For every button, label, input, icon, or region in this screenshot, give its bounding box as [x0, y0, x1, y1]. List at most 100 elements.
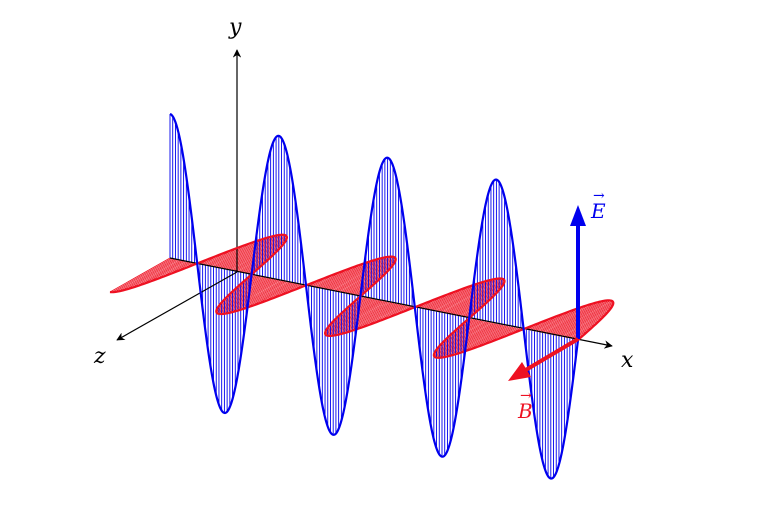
b-field-hatch-line	[540, 303, 591, 333]
b-field-hatch-line	[337, 297, 371, 318]
b-field-hatch-line	[319, 263, 363, 289]
b-field-hatch-line	[445, 319, 480, 340]
b-field-hatch-line	[210, 241, 254, 267]
b-field-hatch-line	[433, 321, 490, 354]
b-field-hatch-line	[461, 325, 509, 353]
b-field-hatch-line	[552, 300, 613, 336]
b-field-hatch-line	[542, 302, 596, 334]
b-field-hatch-line	[435, 279, 491, 312]
b-field-hatch-line	[473, 326, 512, 349]
b-field-hatch-line	[317, 265, 357, 289]
z-axis-label: z	[94, 344, 106, 369]
b-field-hatch-line	[358, 304, 402, 329]
b-field-hatch-line	[564, 312, 608, 338]
b-field-hatch-line	[559, 305, 613, 337]
b-field-hatch-line	[324, 300, 383, 334]
b-field-hatch-line	[565, 315, 605, 338]
b-field-hatch-line	[225, 276, 264, 299]
b-field-hatch-line	[109, 257, 171, 293]
b-field-hatch-line	[436, 278, 495, 312]
z-axis	[116, 271, 238, 341]
b-field-hatch-line	[114, 258, 174, 293]
b-field-hatch-line	[121, 259, 177, 292]
b-field-hatch-line	[327, 256, 386, 291]
b-field-hatch-line	[352, 303, 400, 331]
b-field-hatch-line	[229, 280, 286, 313]
b-field-hatch-line	[334, 298, 373, 321]
b-field-hatch-line	[208, 243, 248, 267]
b-field-hatch-line	[321, 261, 368, 289]
x-axis	[169, 257, 613, 349]
b-field-hatch-line	[447, 324, 504, 357]
b-field-hatch-line	[429, 283, 477, 311]
b-field-hatch-line	[220, 234, 281, 269]
b-field-hatch-line	[331, 256, 392, 291]
b-field-hatch-line	[446, 280, 505, 315]
b-field-hatch-line	[457, 293, 496, 317]
b-field-hatch-line	[249, 282, 293, 307]
b-vector-label: B	[518, 389, 533, 421]
b-field-hatch-line	[443, 324, 502, 358]
b-field-hatch-line	[350, 274, 384, 295]
y-axis-label: y	[229, 15, 242, 40]
b-field-hatch-line	[220, 279, 281, 315]
b-field-hatch-line	[555, 302, 614, 336]
b-field-hatch-line	[433, 322, 492, 356]
b-field-hatch-line	[228, 276, 262, 296]
b-field-hatch-line	[222, 234, 283, 269]
b-field-hatch-line	[560, 307, 612, 337]
b-field-hatch-line	[239, 250, 278, 273]
magnetic-field-wave	[109, 233, 615, 359]
b-field-hatch-line	[241, 253, 275, 273]
b-field-hatch-line	[219, 235, 277, 269]
b-field-hatch-line	[348, 271, 387, 295]
b-field-hatch-line	[135, 260, 183, 288]
b-field-hatch-line	[442, 320, 482, 343]
b-field-hatch-line	[458, 296, 493, 317]
b-field-hatch-line	[339, 260, 396, 293]
b-field-hatch-line	[229, 237, 288, 271]
b-field-hatch-line	[125, 259, 179, 291]
b-field-hatch-line	[329, 301, 390, 337]
b-field-hatch-line	[545, 300, 604, 334]
b-field-hatch-line	[226, 280, 285, 314]
b-field-hatch-line	[147, 260, 186, 283]
x-axis-label: x	[621, 348, 634, 373]
b-field-hatch-line	[554, 301, 614, 336]
b-field-hatch-line	[550, 300, 611, 335]
b-field-hatch-line	[216, 278, 274, 312]
e-vector-label: E	[591, 189, 606, 221]
e-vector-arrow	[570, 205, 586, 339]
b-field-hatch-line	[338, 258, 396, 293]
b-field-hatch-line	[117, 258, 176, 292]
b-field-hatch-line	[325, 300, 381, 333]
b-field-hatch-line	[217, 235, 274, 268]
b-vector-arrow	[508, 337, 580, 381]
b-field-hatch-line	[438, 323, 499, 359]
b-field-hatch-line	[326, 257, 383, 290]
b-field-hatch-line	[440, 323, 500, 358]
b-field-hatch-line	[535, 309, 574, 332]
b-field-hatch-line	[244, 281, 291, 309]
b-field-hatch-line	[255, 282, 295, 305]
b-field-hatch-line	[329, 256, 389, 291]
b-field-hatch-line	[557, 304, 614, 337]
b-field-hatch-line	[567, 318, 602, 339]
b-field-hatch-line	[212, 239, 260, 267]
b-field-hatch-line	[223, 280, 283, 315]
b-field-hatch-line	[537, 307, 580, 333]
b-field-hatch-line	[130, 259, 181, 289]
b-field-hatch-line	[440, 278, 501, 313]
b-field-hatch-line	[543, 301, 600, 334]
b-field-hatch-line	[231, 238, 287, 271]
b-field-hatch-line	[428, 285, 472, 311]
b-field-hatch-line	[448, 282, 505, 315]
b-field-hatch-line	[335, 302, 393, 336]
b-field-hatch-line	[111, 257, 172, 293]
electric-field-wave	[169, 112, 580, 480]
b-field-hatch-line	[140, 260, 184, 286]
b-field-hatch-line	[438, 278, 498, 313]
b-field-hatch-line	[331, 302, 392, 337]
b-field-hatch-line	[467, 325, 511, 351]
b-field-hatch-line	[562, 310, 610, 338]
